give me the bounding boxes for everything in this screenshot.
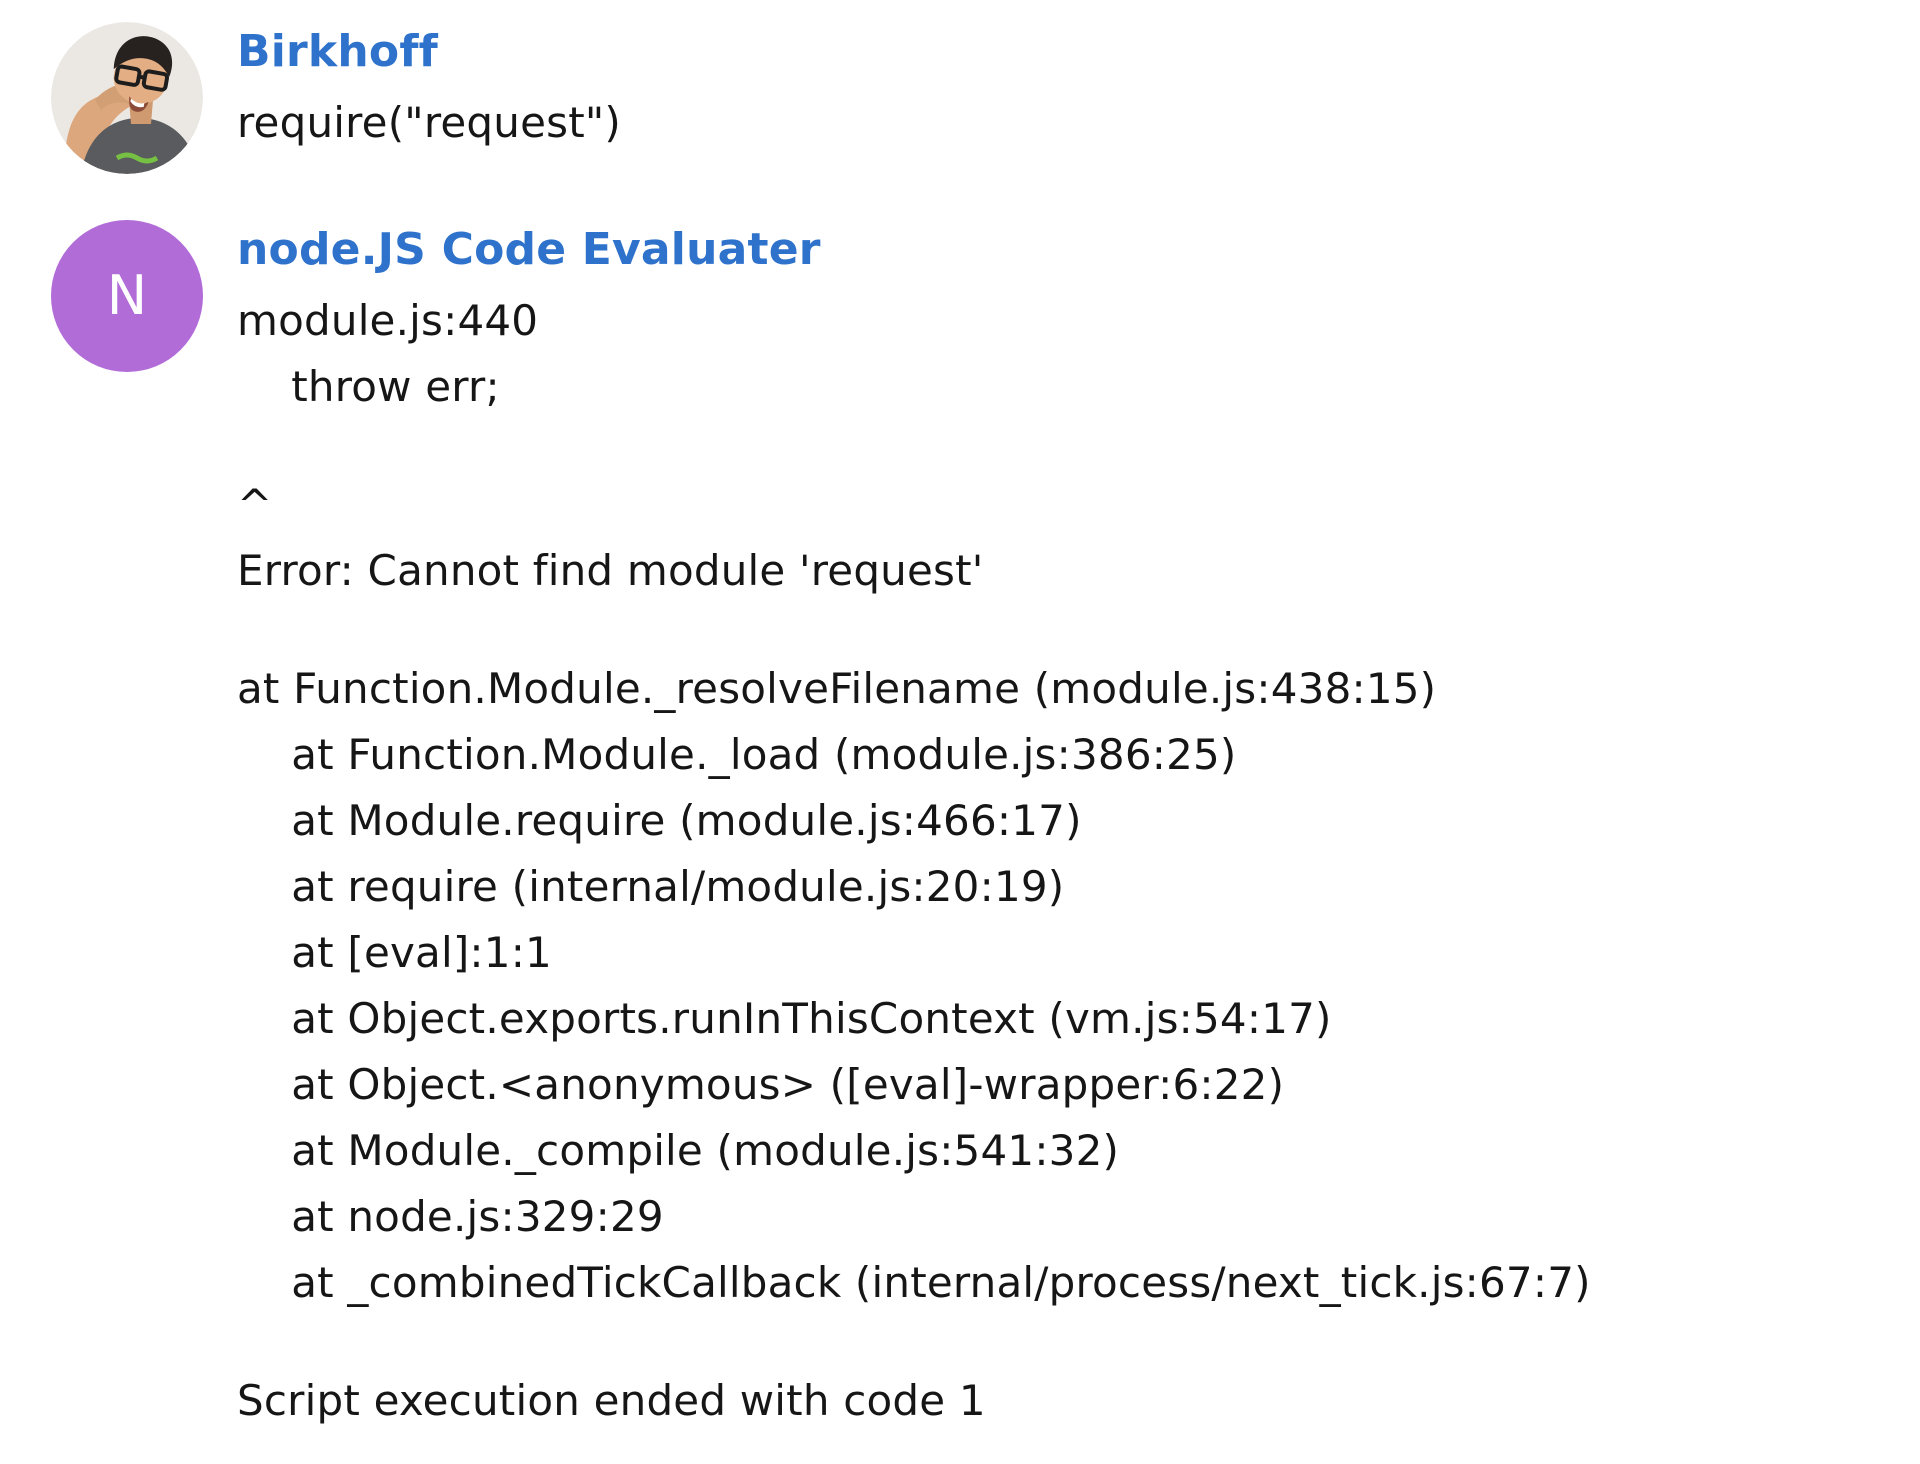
message-line: at Object.<anonymous> ([eval]-wrapper:6:… [237, 1060, 1285, 1109]
message-content: Birkhoff require("request") [237, 22, 1890, 156]
chat-message-list: Birkhoff require("request") N node.JS Co… [51, 22, 1890, 1434]
author-name[interactable]: node.JS Code Evaluater [237, 224, 821, 275]
message-line: require("request") [237, 98, 621, 147]
message-line: module.js:440 [237, 296, 539, 345]
message-line: at node.js:329:29 [237, 1192, 664, 1241]
message-line: at Function.Module._resolveFilename (mod… [237, 664, 1437, 713]
message-line: at require (internal/module.js:20:19) [237, 862, 1065, 911]
message-line: Error: Cannot find module 'request' [237, 546, 984, 595]
message-line [237, 420, 1890, 472]
bot-avatar[interactable]: N [51, 220, 203, 372]
message-line: at [eval]:1:1 [237, 928, 552, 977]
message-text: module.js:440 throw err; ^ Error: Cannot … [237, 288, 1890, 1434]
message-line: at Module._compile (module.js:541:32) [237, 1126, 1120, 1175]
message-text: require("request") [237, 90, 1890, 156]
user-avatar[interactable] [51, 22, 203, 174]
message-line: at Module.require (module.js:466:17) [237, 796, 1082, 845]
message-line [237, 1316, 1890, 1368]
bot-avatar-letter: N [106, 264, 148, 327]
message-row-node-evaluater: N node.JS Code Evaluater module.js:440 t… [51, 220, 1890, 1434]
message-line [237, 604, 1890, 656]
author-name[interactable]: Birkhoff [237, 26, 439, 77]
message-line: throw err; [237, 362, 500, 411]
message-content: node.JS Code Evaluater module.js:440 thr… [237, 220, 1890, 1434]
message-line: at _combinedTickCallback (internal/proce… [237, 1258, 1591, 1307]
message-line: at Object.exports.runInThisContext (vm.j… [237, 994, 1332, 1043]
message-line: ^ [237, 480, 273, 529]
message-row-birkhoff: Birkhoff require("request") [51, 22, 1890, 174]
message-line: Script execution ended with code 1 [237, 1376, 986, 1425]
avatar-photo-illustration [51, 22, 203, 174]
message-line: at Function.Module._load (module.js:386:… [237, 730, 1237, 779]
